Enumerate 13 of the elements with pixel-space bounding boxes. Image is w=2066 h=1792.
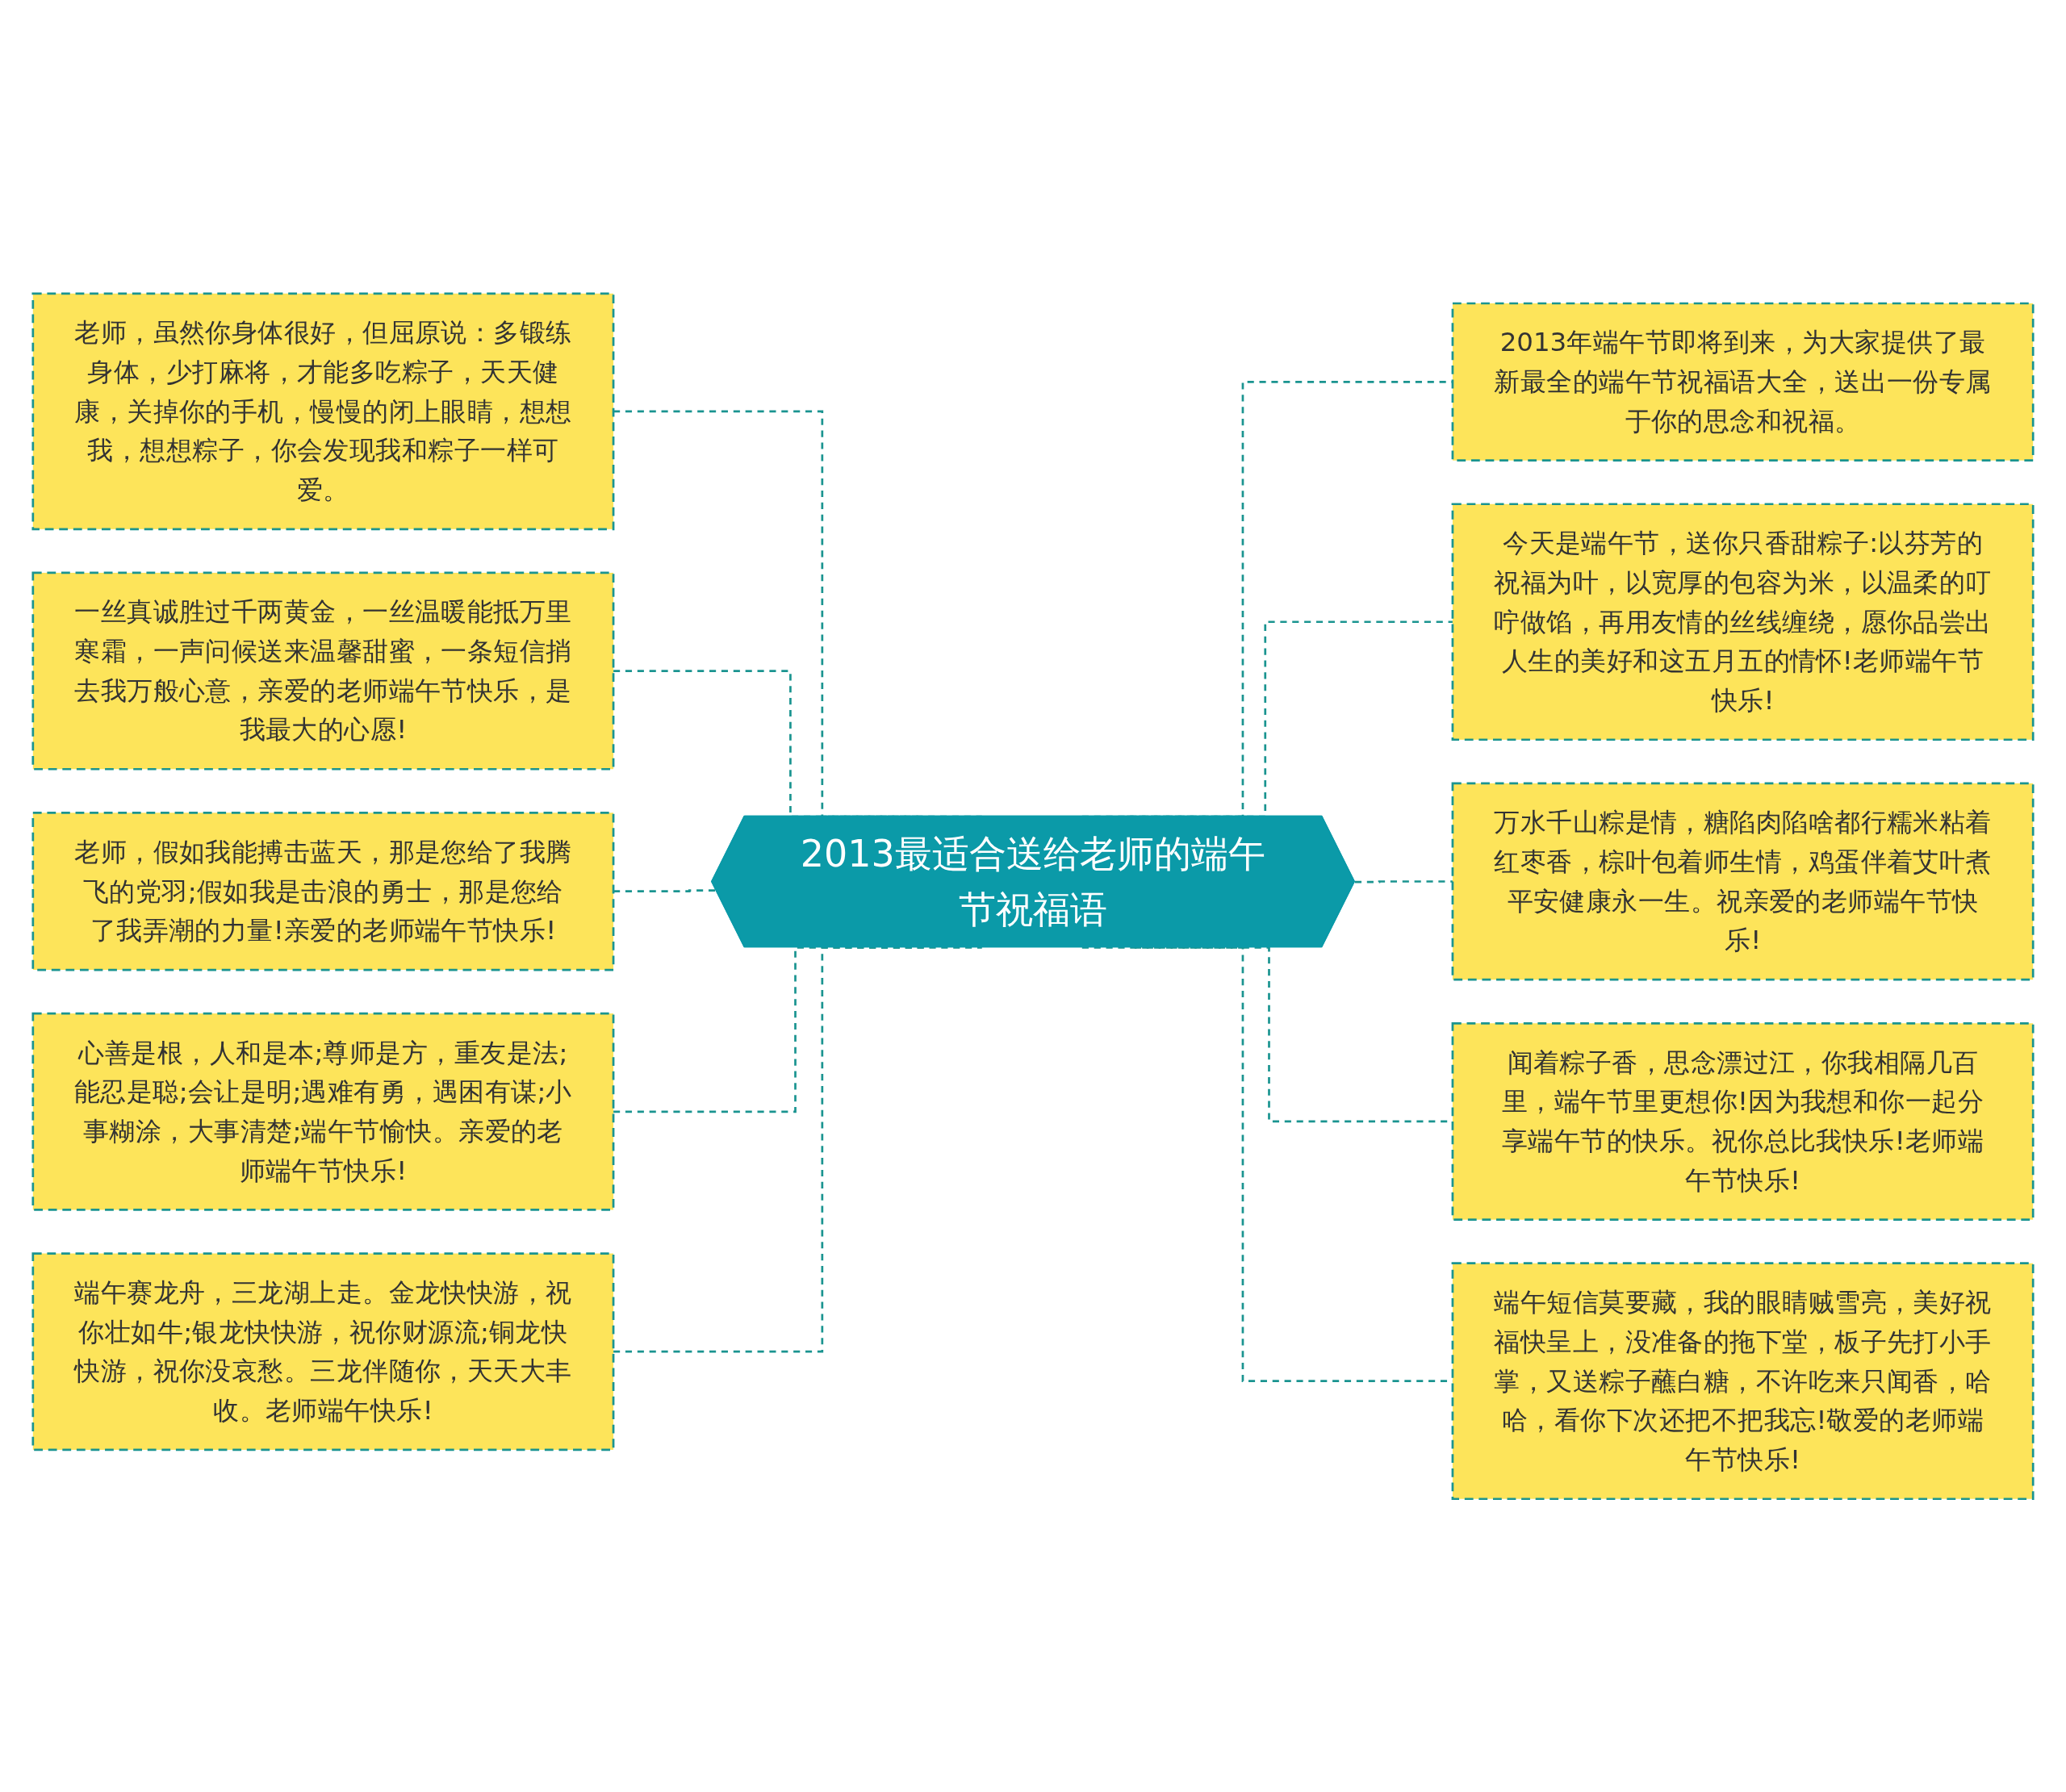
node-box: [31, 811, 615, 971]
node-box: [1451, 782, 2035, 981]
connector: [613, 889, 717, 892]
connector: [613, 946, 982, 1353]
node-box: [1451, 1021, 2035, 1221]
node-box: [1451, 1262, 2035, 1500]
node-box: [31, 292, 615, 530]
node-box: [1451, 302, 2035, 462]
node-box: [1451, 503, 2035, 741]
node-box: [31, 1251, 615, 1451]
connector: [1354, 879, 1453, 883]
node-box: [31, 571, 615, 771]
node-box: [31, 1012, 615, 1211]
